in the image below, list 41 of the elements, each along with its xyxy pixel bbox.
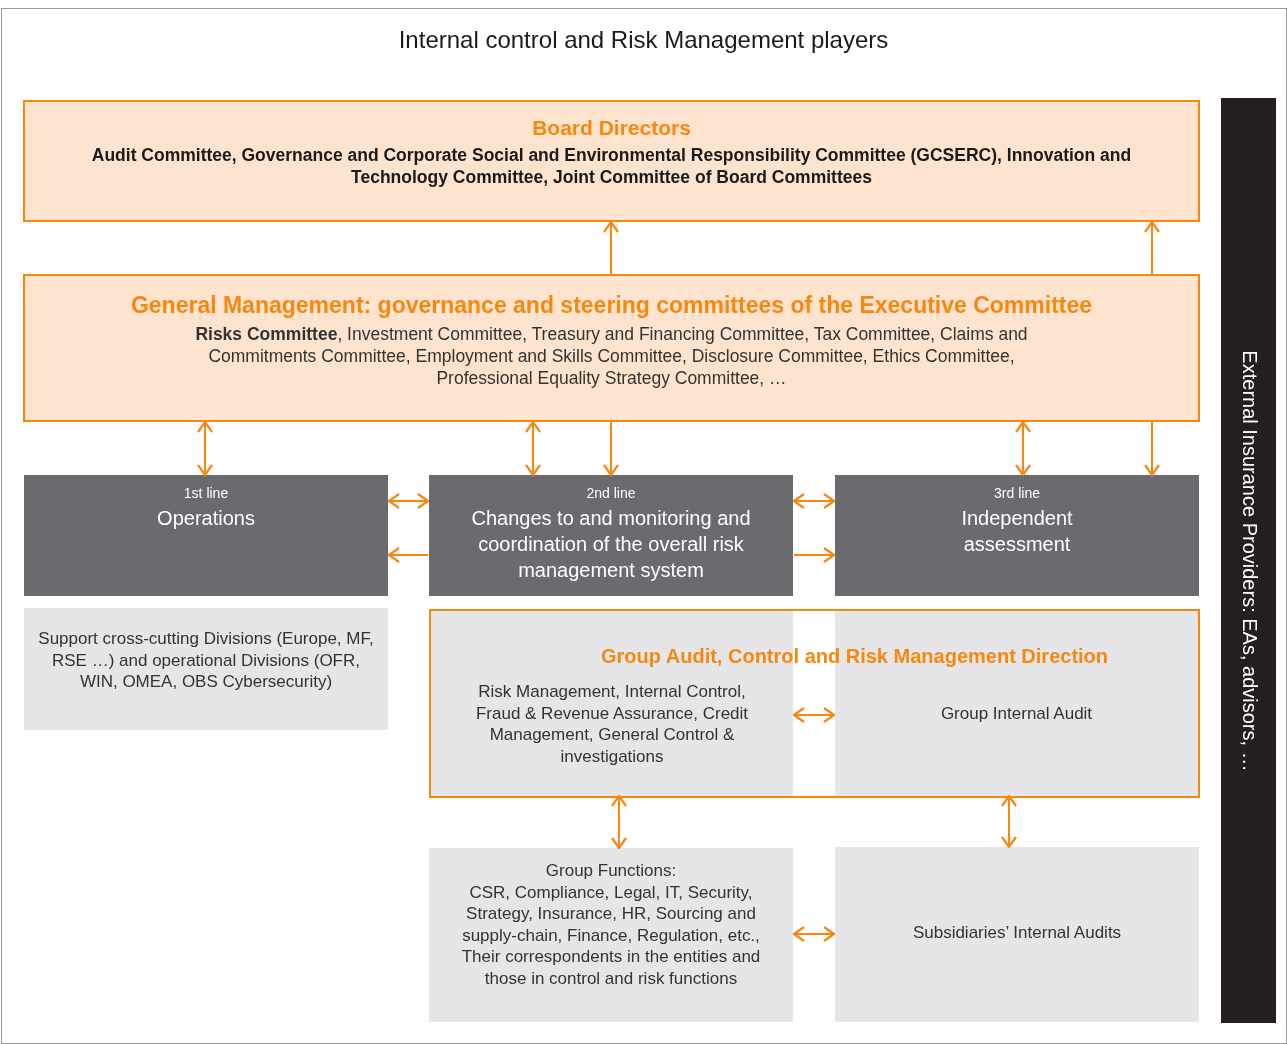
- audit-box: [835, 847, 1199, 1022]
- arrow: [602, 421, 620, 477]
- box-heading: Group Functions:: [544, 860, 678, 882]
- arrow: [1143, 421, 1161, 477]
- box-text: Subsidiaries’ Internal Audits: [911, 923, 1123, 943]
- box-heading: General Management: governance and steering committees of the Executive Committee: [129, 292, 1094, 319]
- band-text: External Insurance Providers: EAs, advisors, …: [1237, 349, 1260, 772]
- box-heading: Board Directors: [531, 116, 692, 140]
- division-box: [24, 608, 388, 730]
- box-text: Audit Committee, Governance and Corporate Social and Environmental Responsibility Committee (GCSERC), Innovation and Technology Committee, Joint Committee of Board Committees: [90, 144, 1133, 188]
- arrow: [1000, 794, 1018, 849]
- box-text: CSR, Compliance, Legal, IT, Security, Strategy, Insurance, HR, Sourcing and supply-chain, Finance, Regulation, etc., Their correspondents in the entities and those in control and risk functions: [460, 881, 762, 989]
- diagram-title: Internal control and Risk Management players: [397, 26, 890, 54]
- arrow: [1014, 420, 1032, 477]
- arrow: [1143, 220, 1161, 275]
- box-heading: Changes to and monitoring and coordination of the overall risk management system: [470, 506, 752, 583]
- arrow: [387, 546, 429, 564]
- box-text: Support cross-cutting Divisions (Europe, MF, RSE …) and operational Divisions (OFR, WIN, OMEA, OBS Cybersecurity): [37, 628, 375, 693]
- arrow: [792, 492, 836, 510]
- box-text: Risk Management, Internal Control, Fraud & Revenue Assurance, Credit Management, General Control & investigations: [474, 681, 750, 767]
- box-text: Risks Committee, Investment Committee, Treasury and Financing Committee, Tax Committee, Claims and Commitments Committee, Employment and Skills Committee, Disclosure Committee, Ethics Committee, Professional Equality Strategy Committee, …: [194, 323, 1029, 389]
- function-box: [429, 848, 793, 1022]
- line-label: 2nd line: [585, 485, 637, 501]
- arrow: [792, 925, 836, 943]
- arrow: [792, 706, 836, 724]
- box-text: Group Internal Audit: [939, 704, 1094, 724]
- line-label: 1st line: [182, 485, 230, 501]
- arrow: [602, 220, 620, 275]
- management-box: [23, 274, 1200, 422]
- arrow: [387, 492, 430, 510]
- box-heading: Operations: [156, 506, 256, 531]
- arrow: [196, 420, 214, 477]
- side-band: [1221, 98, 1276, 1023]
- arrow: [610, 794, 628, 850]
- board-box: [23, 100, 1200, 222]
- arrow: [793, 546, 836, 564]
- direction-frame: [429, 609, 1200, 798]
- box-heading: Independent assessment: [960, 506, 1074, 557]
- line-label: 3rd line: [993, 485, 1041, 501]
- box-heading: Group Audit, Control and Risk Management Direction: [599, 645, 1110, 668]
- arrow: [524, 420, 542, 477]
